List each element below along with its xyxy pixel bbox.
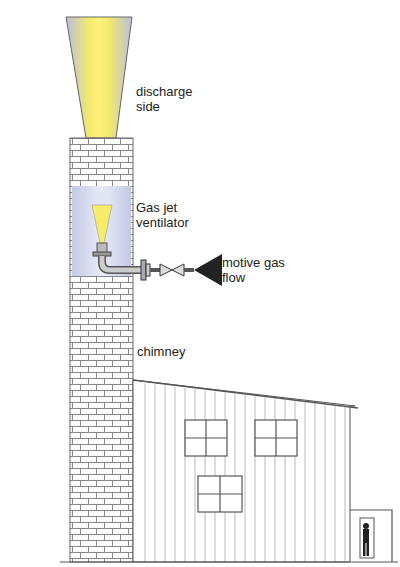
siding-line (335, 406, 336, 561)
siding-line (165, 386, 166, 561)
siding-line (155, 385, 156, 561)
siding-line (305, 402, 306, 561)
siding-line (325, 404, 326, 561)
chimney-label: chimney (137, 344, 207, 359)
ventilator-label: Gas jet ventilator (136, 200, 204, 230)
siding-line (175, 387, 176, 561)
siding-line (195, 389, 196, 561)
motive-flow-label: motive gas flow (222, 255, 286, 285)
siding-line (185, 388, 186, 561)
siding-line (345, 407, 346, 561)
siding-line (315, 403, 316, 561)
siding-line (145, 383, 146, 561)
siding-line (245, 395, 246, 561)
discharge-label: discharge side (136, 84, 202, 114)
